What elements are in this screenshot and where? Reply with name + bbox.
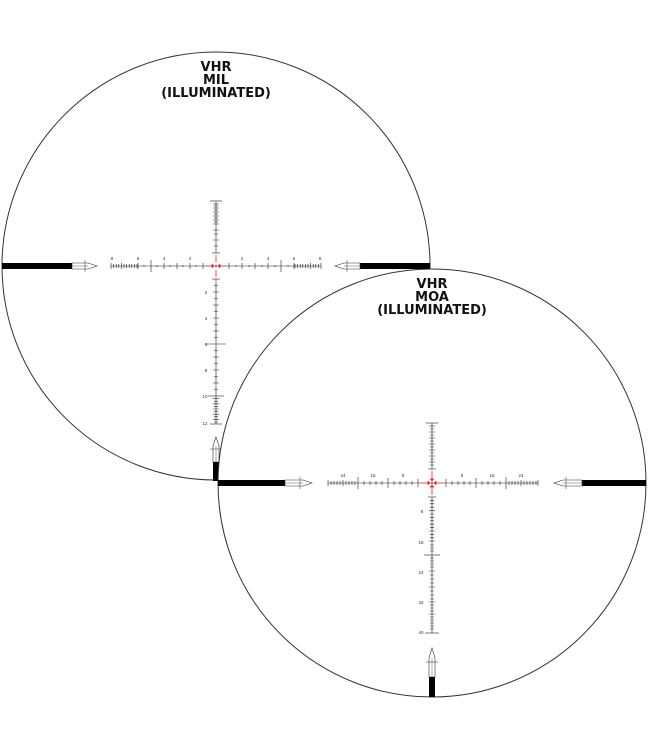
moa-vertical-upper-scale [426,422,438,470]
svg-text:8: 8 [205,368,208,373]
moa-vertical-labels: 8 16 24 32 40 [418,509,424,635]
svg-text:12: 12 [202,421,208,426]
mil-title-line-2: MIL [203,73,229,88]
svg-text:4: 4 [205,316,208,321]
svg-text:2: 2 [241,256,244,261]
svg-text:6: 6 [293,256,296,261]
mil-title-line-3: (ILLUMINATED) [161,86,271,101]
mil-horizontal-scale [110,260,322,272]
moa-horizontal-labels: 24 16 8 8 16 24 [340,473,524,478]
mil-vertical-upper-scale [210,200,222,254]
mil-illuminated-center [205,255,227,277]
mil-horizontal-labels: 8 6 4 2 2 4 6 8 [111,256,322,261]
svg-text:8: 8 [461,473,464,478]
moa-title-line-1: VHR [417,277,448,292]
svg-text:24: 24 [518,473,524,478]
mil-title-line-1: VHR [201,60,232,75]
svg-text:16: 16 [370,473,376,478]
moa-reticle: VHR MOA (ILLUMINATED) [217,268,647,698]
svg-text:6: 6 [137,256,140,261]
svg-text:32: 32 [418,600,424,605]
mil-vertical-labels: 2 4 6 8 10 12 [202,290,208,426]
moa-left-post [218,477,313,489]
svg-text:8: 8 [111,256,114,261]
mil-bottom-post [210,436,222,481]
moa-bottom-post [426,646,438,697]
svg-text:24: 24 [418,570,424,575]
svg-text:2: 2 [205,290,208,295]
svg-text:6: 6 [205,342,208,347]
moa-illuminated-center [421,471,443,495]
mil-right-post [334,260,430,272]
svg-text:16: 16 [418,540,424,545]
svg-text:8: 8 [319,256,322,261]
moa-vertical-lower-scale [424,496,440,634]
moa-title-line-3: (ILLUMINATED) [377,303,487,318]
moa-horizontal-scale [327,477,539,489]
moa-title-line-2: MOA [415,290,449,305]
svg-text:8: 8 [421,509,424,514]
svg-text:4: 4 [267,256,270,261]
svg-text:8: 8 [402,473,405,478]
moa-right-post [553,477,646,489]
mil-vertical-lower-scale [206,278,226,425]
svg-text:2: 2 [189,256,192,261]
svg-text:40: 40 [418,630,424,635]
svg-text:4: 4 [163,256,166,261]
mil-left-post [2,260,98,272]
svg-text:24: 24 [340,473,346,478]
svg-text:10: 10 [202,394,208,399]
svg-text:16: 16 [489,473,495,478]
